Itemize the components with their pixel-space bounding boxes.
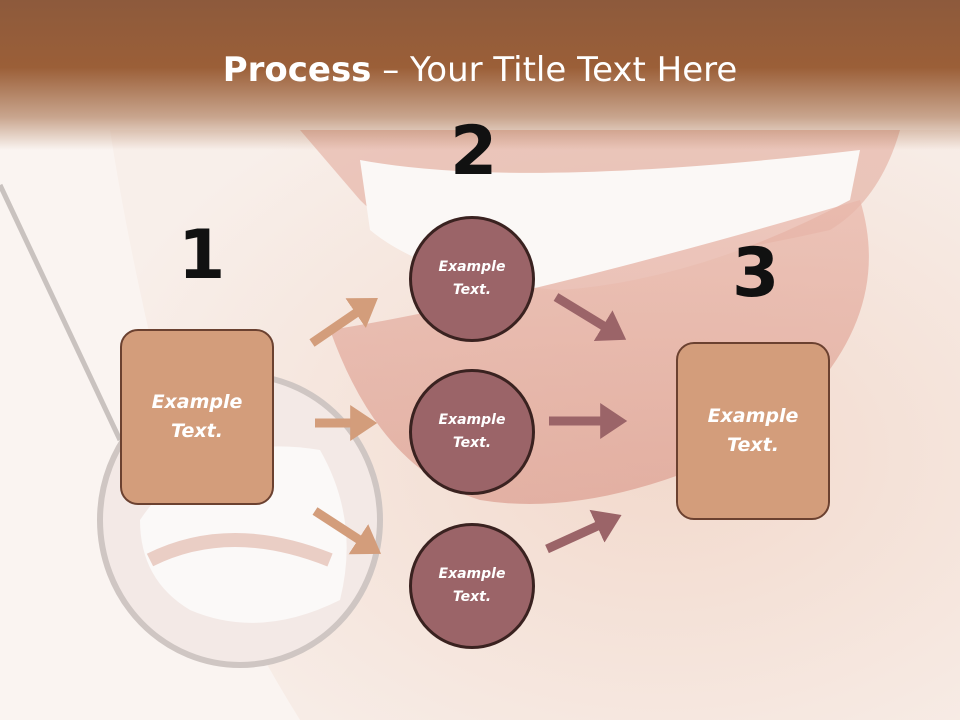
title-bold: Process xyxy=(222,50,372,90)
step-number-2: 2 xyxy=(450,112,498,191)
arrow-1-to-top xyxy=(309,297,378,347)
circle-middle-text-line1: Example xyxy=(438,412,506,428)
step-1-text-line1: Example xyxy=(151,391,243,413)
circle-top-text-line2: Text. xyxy=(452,282,492,298)
title-rest: – Your Title Text Here xyxy=(371,50,738,90)
circle-middle-text-line2: Text. xyxy=(452,435,492,451)
circle-bottom-text-line2: Text. xyxy=(452,589,492,605)
arrow-1-to-bottom xyxy=(312,507,382,555)
step-3-text-line2: Text. xyxy=(727,434,779,456)
step-number-3: 3 xyxy=(732,234,780,313)
step-3-text-line1: Example xyxy=(707,405,799,427)
circle-top-text-line1: Example xyxy=(438,259,506,275)
title-banner xyxy=(0,0,960,150)
circle-bottom-text-line1: Example xyxy=(438,566,506,582)
slide-title: Process – Your Title Text Here xyxy=(0,50,960,90)
arrow-top-to-3 xyxy=(553,293,627,342)
step-1-text-line2: Text. xyxy=(171,420,223,442)
arrow-bottom-to-3 xyxy=(545,509,622,554)
step-number-1: 1 xyxy=(178,216,226,295)
